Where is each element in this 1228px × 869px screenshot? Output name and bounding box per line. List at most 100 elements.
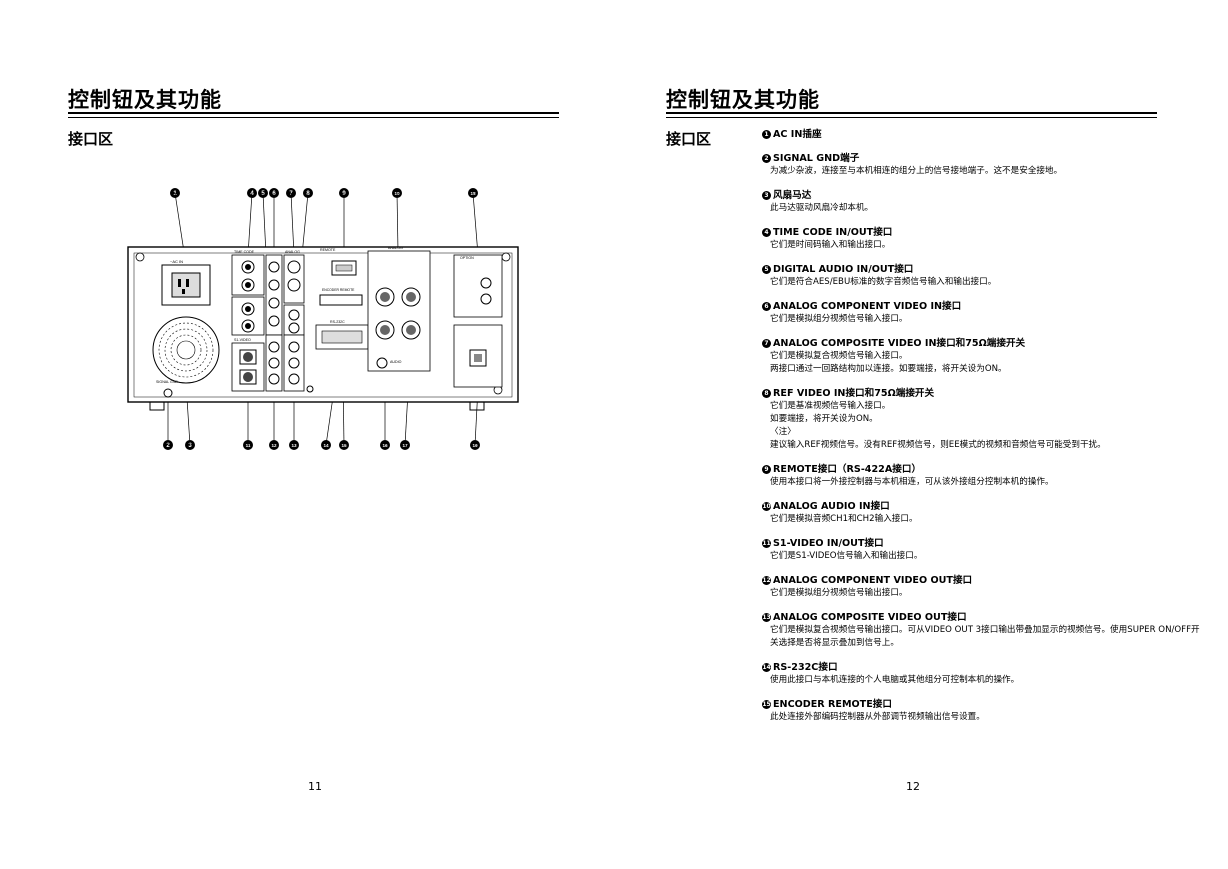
item-number-badge: 9 [762,465,771,474]
description-line: 它们是模拟复合视频信号输出接口。可从VIDEO OUT 3接口输出带叠加显示的视… [770,625,1200,648]
connector-item-description: 它们是时间码输入和输出接口。 [762,239,1202,252]
page-number: 12 [906,780,920,793]
description-line: 使用本接口将一外接控制器与本机相连，可从该外接组分控制本机的操作。 [770,477,1054,487]
svg-text:OPTION: OPTION [460,256,474,260]
description-line: 它们是符合AES/EBU标准的数字音频信号输入和输出接口。 [770,277,997,287]
callout-number: 12 [271,443,277,448]
connector-item-description: 它们是模拟组分视频信号输入接口。 [762,313,1202,326]
callout-number: 19 [472,443,478,448]
connector-item-title: DIGITAL AUDIO IN/OUT接口 [773,264,914,275]
callout-leader-line [247,192,253,256]
callout-leader-line [472,192,479,256]
connector-item-title: AC IN插座 [773,129,822,140]
item-number-badge: 15 [762,700,771,709]
label-ac-in: ~AC IN [170,259,183,264]
description-line: 它们是基准视频信号输入接口。 [770,401,891,411]
svg-text:AUDIO: AUDIO [390,360,402,364]
description-line: 此处连接外部编码控制器从外部调节视频输出信号设置。 [770,712,985,722]
item-number-badge: 13 [762,613,771,622]
connector-item-title: TIME CODE IN/OUT接口 [773,227,893,238]
svg-text:SIGNAL GND: SIGNAL GND [156,380,178,384]
component-block [265,254,283,392]
callout-marker [392,188,402,198]
composite-block: ANALOG [283,250,314,393]
connector-item-description: 使用本接口将一外接控制器与本机相连，可从该外接组分控制本机的操作。 [762,476,1202,489]
item-number-badge: 1 [762,130,771,139]
time-code-block: TIME CODE S1-VIDEO [231,250,265,392]
callout-number: 17 [402,443,408,448]
svg-text:ANALOG: ANALOG [388,246,403,250]
description-line: 它们是S1-VIDEO信号输入和输出接口。 [770,551,923,561]
callout-leader-line [396,192,399,252]
item-number-badge: 3 [762,191,771,200]
fan-motor [152,316,220,384]
connector-item-title: ANALOG AUDIO IN接口 [773,501,890,512]
callout-number: 8 [306,191,310,197]
description-line: 建议输入REF视频信号。没有REF视频信号，则EE模式的视频和音频信号可能受到干… [770,440,1106,450]
svg-text:ANALOG: ANALOG [285,250,300,254]
callout-number: 2 [166,443,170,449]
foot-left [149,401,165,411]
callout-leader-line [262,192,267,256]
description-line: 它们是模拟复合视频信号输入接口。 [770,351,908,361]
section-title: 接口区 [68,130,114,148]
item-number-badge: 6 [762,302,771,311]
connector-item-title: 风扇马达 [773,190,812,201]
connector-item-description: 此马达驱动风扇冷却本机。 [762,202,1202,215]
description-line: 它们是模拟组分视频信号输出接口。 [770,588,908,598]
title-rule-thin [666,117,1157,118]
connector-item-title: ANALOG COMPONENT VIDEO IN接口 [773,301,962,312]
svg-text:TIME CODE: TIME CODE [234,250,255,254]
description-line: 它们是时间码输入和输出接口。 [770,240,891,250]
connector-item-title: REF VIDEO IN接口和75Ω端接开关 [773,388,935,399]
option-slots: OPTION [453,254,503,388]
description-line: 它们是模拟组分视频信号输入接口。 [770,314,908,324]
connector-item-title: RS-232C接口 [773,662,838,673]
callout-number: 13 [291,443,297,448]
page-title: 控制钮及其功能 [666,88,820,112]
description-line: 此马达驱动风扇冷却本机。 [770,203,874,213]
foot-right [469,401,485,411]
description-line: 两接口通过一回路结构加以连接。如要端接，将开关设为ON。 [770,364,1007,374]
connector-item-description: 它们是S1-VIDEO信号输入和输出接口。 [762,550,1202,563]
connector-item-title: S1-VIDEO IN/OUT接口 [773,538,884,549]
description-line: 为减少杂波，连接至与本机相连的组分上的信号接地端子。这不是安全接地。 [770,166,1063,176]
connector-item-description: 它们是模拟复合视频信号输入接口。两接口通过一回路结构加以连接。如要端接，将开关设… [762,350,1202,376]
callout-number: 16 [382,443,388,448]
description-line: 〈注〉 [770,427,796,437]
connector-item-title: ANALOG COMPONENT VIDEO OUT接口 [773,575,973,586]
signal-gnd-terminal [163,388,173,398]
item-number-badge: 7 [762,339,771,348]
connector-item-description: 它们是模拟组分视频信号输出接口。 [762,587,1202,600]
callout-number: 14 [323,443,329,448]
item-number-badge: 8 [762,389,771,398]
callout-number: 3 [188,443,192,449]
connector-item-description: 它们是模拟复合视频信号输出接口。可从VIDEO OUT 3接口输出带叠加显示的视… [762,624,1202,650]
description-line: 如要端接，将开关设为ON。 [770,414,878,424]
svg-text:S1-VIDEO: S1-VIDEO [234,338,251,342]
